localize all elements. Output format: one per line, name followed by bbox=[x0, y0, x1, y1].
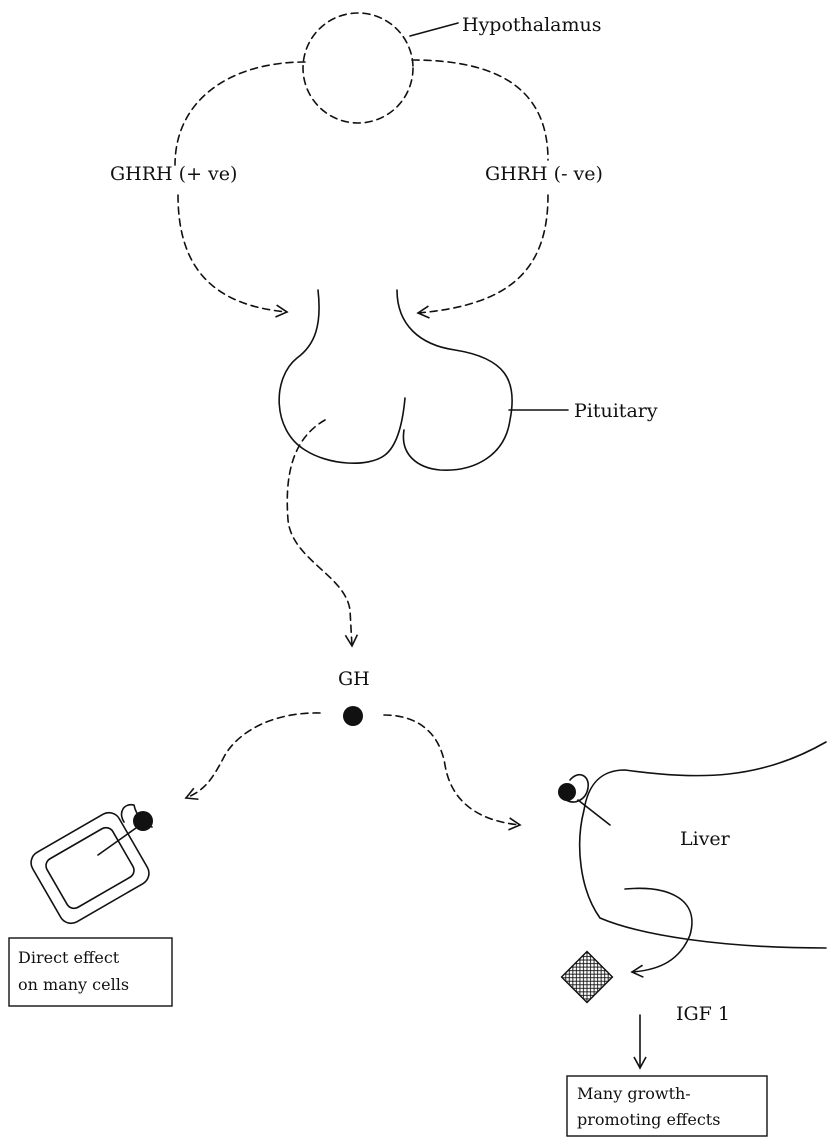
liver-bound-gh-dot bbox=[558, 783, 576, 801]
gh-label: GH bbox=[338, 668, 370, 690]
pituitary-left-lobe bbox=[278, 289, 406, 464]
target-cell bbox=[30, 811, 150, 925]
direct-effect-line2: on many cells bbox=[18, 975, 129, 994]
liver-receptor-stem bbox=[577, 799, 611, 826]
pituitary-to-gh-arrow bbox=[286, 419, 359, 648]
growth-effects-box bbox=[566, 1075, 768, 1137]
right-upper-arc bbox=[411, 59, 549, 161]
left-upper-arc bbox=[174, 61, 306, 166]
gh-to-cell-arrow bbox=[184, 712, 321, 801]
gh-to-liver-arrow bbox=[383, 714, 522, 831]
direct-effect-box bbox=[8, 937, 173, 1007]
hypothalamus-leader-line bbox=[409, 22, 459, 37]
liver-receptor-cup bbox=[565, 773, 589, 803]
igf1-molecule bbox=[560, 950, 614, 1004]
growth-effects-line2: promoting effects bbox=[577, 1110, 720, 1129]
ghrh-positive-arrow bbox=[177, 194, 289, 318]
cell-bound-gh-dot bbox=[133, 811, 153, 831]
growth-effects-line1: Many growth- bbox=[577, 1084, 691, 1103]
gh-molecule-dot bbox=[343, 706, 363, 726]
liver-label: Liver bbox=[680, 828, 731, 850]
pituitary-right-lobe bbox=[396, 289, 513, 471]
liver-outline bbox=[578, 741, 827, 949]
hypothalamus-circle bbox=[302, 12, 414, 124]
pituitary-label: Pituitary bbox=[574, 400, 658, 422]
liver-to-igf1-arrow bbox=[624, 887, 693, 978]
ghrh-negative-label: GHRH (- ve) bbox=[485, 163, 603, 185]
igf1-label: IGF 1 bbox=[676, 1003, 730, 1025]
ghrh-positive-label: GHRH (+ ve) bbox=[110, 163, 237, 185]
hypothalamus-label: Hypothalamus bbox=[462, 14, 602, 36]
cell-receptor-stem bbox=[97, 827, 137, 856]
direct-effect-line1: Direct effect bbox=[18, 948, 120, 967]
ghrh-negative-arrow bbox=[416, 194, 549, 319]
